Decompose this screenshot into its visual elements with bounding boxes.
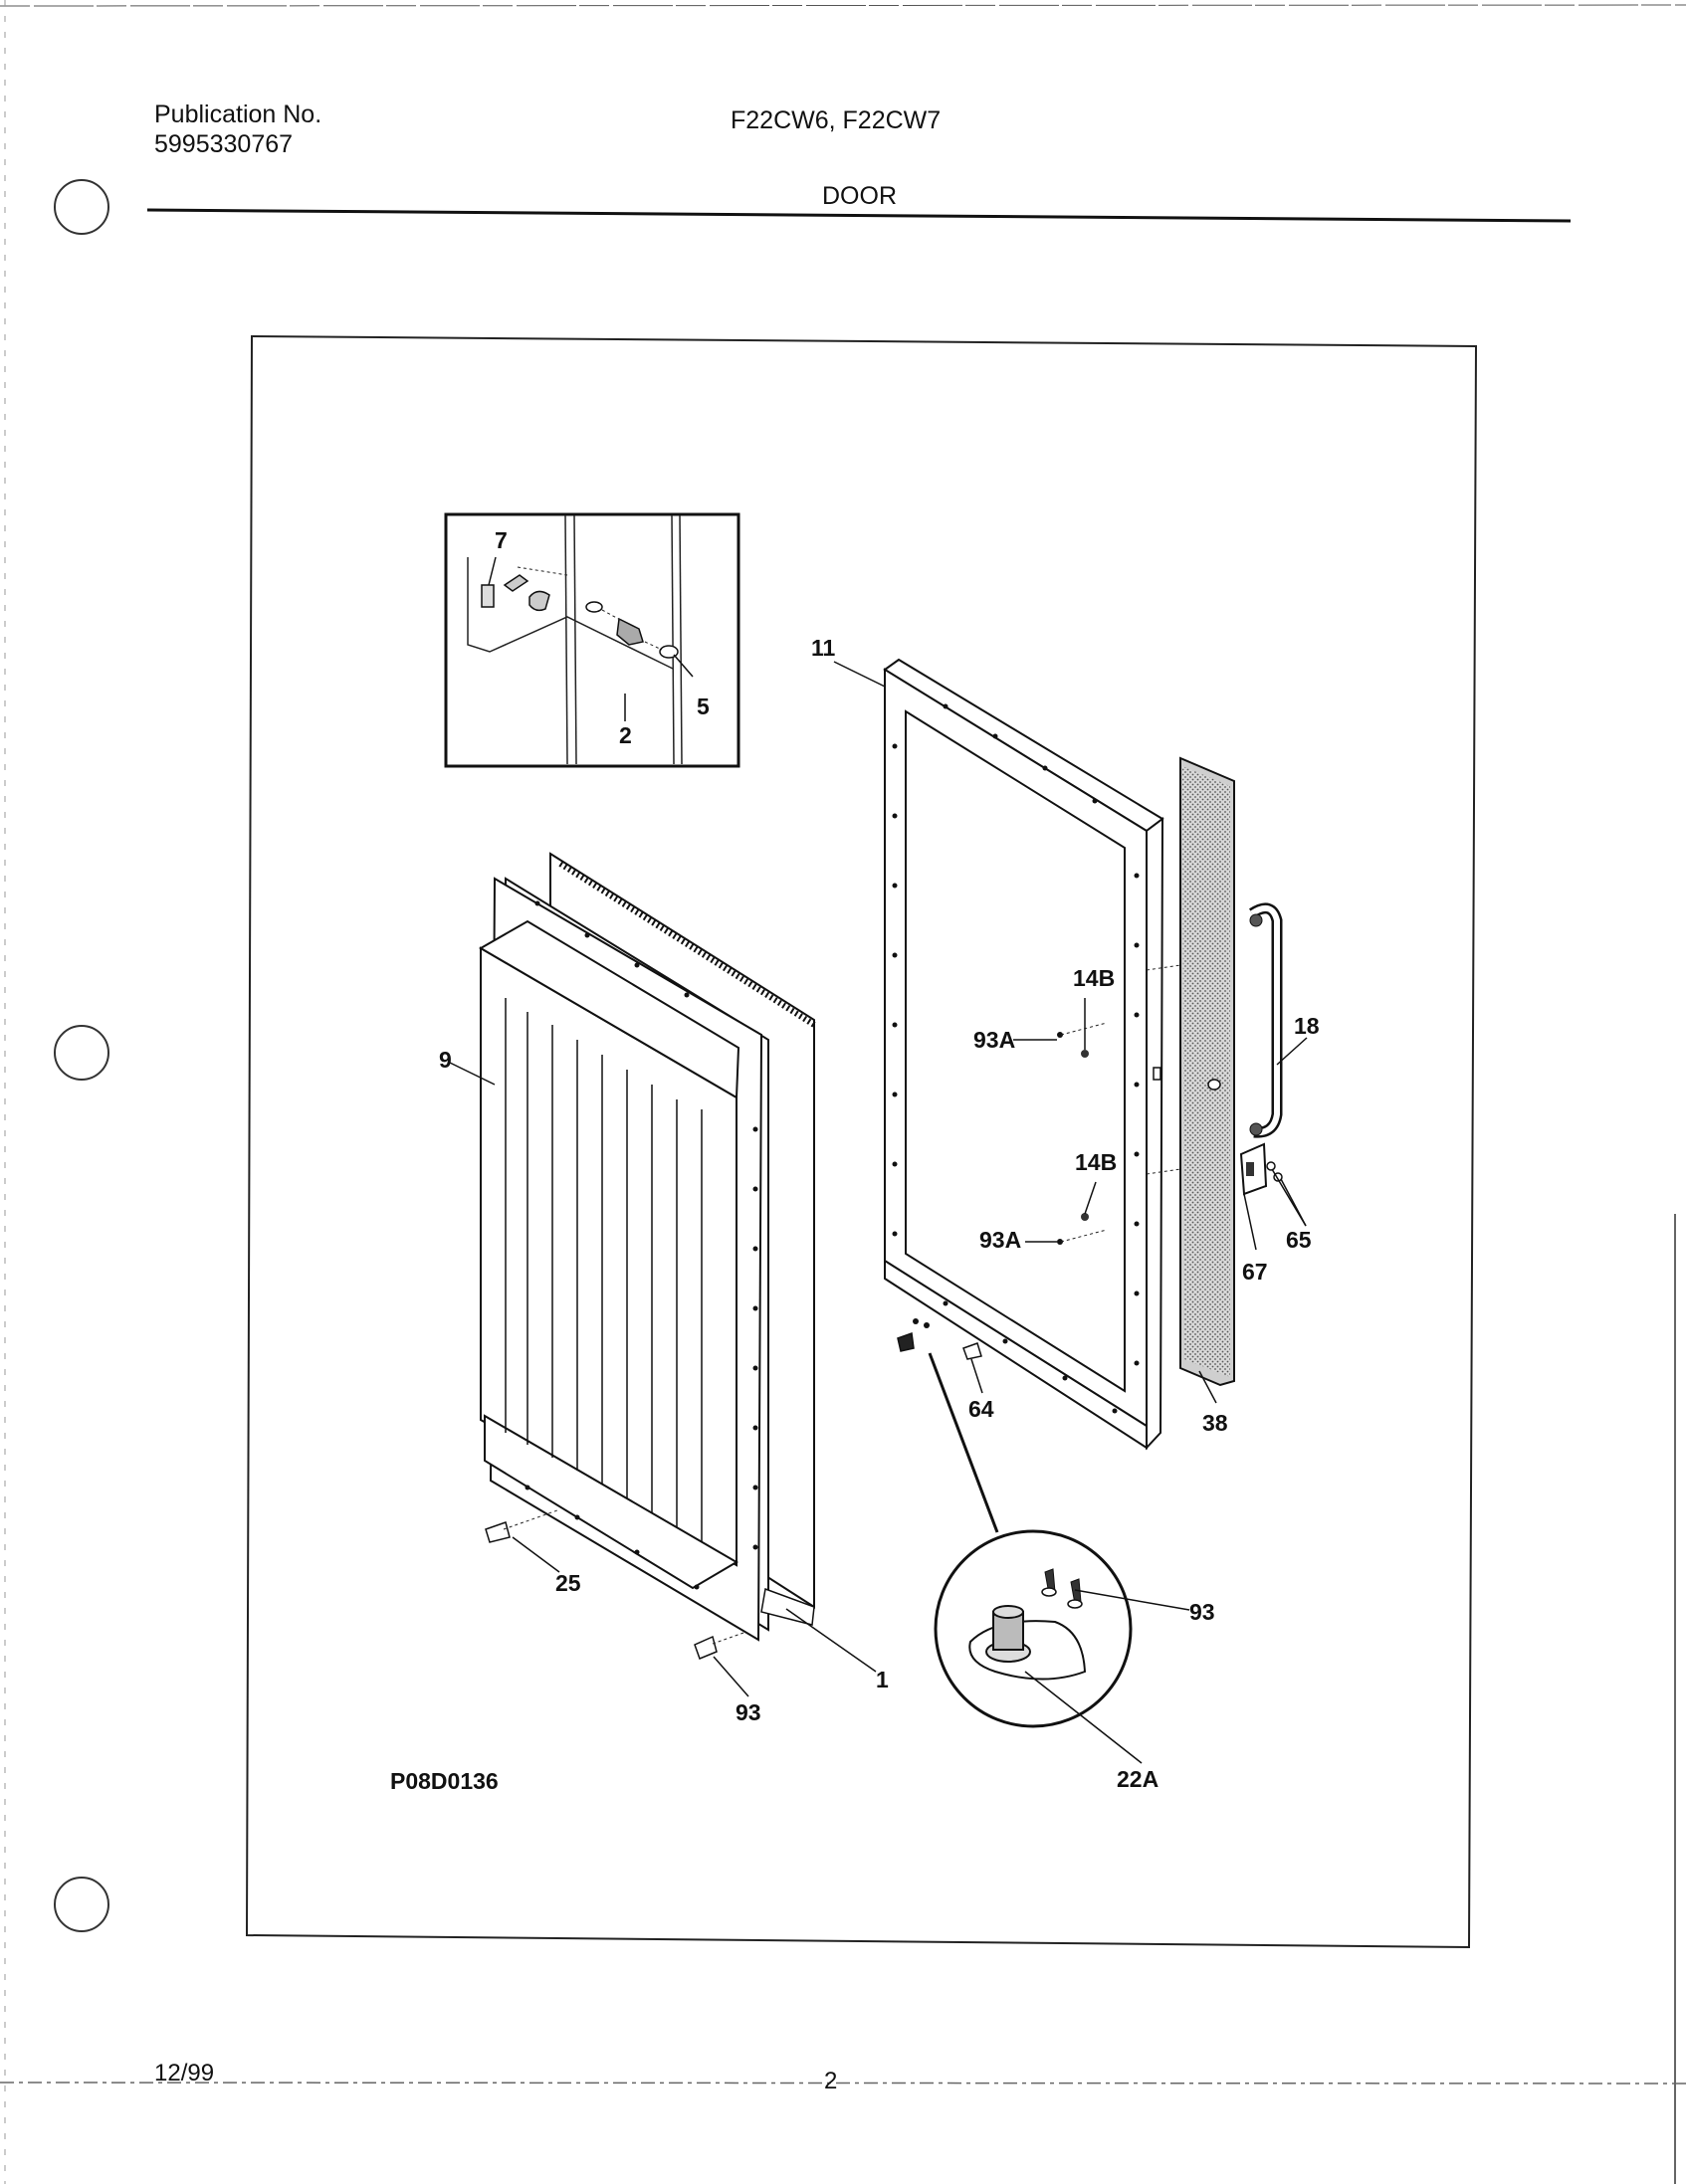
model-numbers: F22CW6, F22CW7 (731, 106, 942, 134)
hinge-bracket (1239, 1142, 1283, 1196)
lock-cylinder-part (616, 617, 644, 646)
callout-22a: 22A (1117, 1766, 1159, 1792)
drawing-code: P08D0136 (390, 1768, 499, 1794)
callout-5: 5 (697, 694, 710, 719)
hinge-detail-circle (928, 1352, 1133, 1728)
diagram-frame (245, 334, 1478, 1949)
leader-lines (449, 661, 1308, 1764)
door-liner-assembly (479, 852, 816, 1660)
screw-part (694, 1635, 718, 1660)
header-rule (146, 208, 1572, 223)
screw-part (1081, 1050, 1089, 1058)
lock-detail-inset (444, 512, 740, 768)
binder-hole (54, 1025, 109, 1081)
binder-hole (54, 1877, 109, 1932)
callout-93a-top: 93A (973, 1027, 1016, 1053)
callout-7: 7 (495, 527, 508, 553)
footer-rule (0, 2082, 1686, 2085)
callout-65: 65 (1286, 1227, 1312, 1253)
footer-date: 12/99 (154, 2060, 215, 2086)
door-handle (1249, 902, 1283, 1138)
callout-64: 64 (968, 1396, 994, 1422)
hinge-pin-part (897, 1331, 915, 1352)
outer-door-panel (883, 658, 1164, 1451)
callout-11: 11 (811, 635, 836, 661)
callout-25: 25 (555, 1570, 581, 1596)
lock-clip-part (528, 590, 550, 612)
page-number: 2 (824, 2068, 838, 2094)
callout-93-left: 93 (736, 1699, 761, 1725)
callout-14b-bottom: 14B (1075, 1149, 1118, 1175)
top-edge-line (0, 4, 1686, 7)
publication-label: Publication No. (154, 100, 322, 128)
screw-part (485, 1521, 511, 1543)
callout-2: 2 (619, 722, 632, 748)
callout-18: 18 (1294, 1013, 1320, 1039)
callout-14b-top: 14B (1073, 965, 1116, 991)
callout-67: 67 (1242, 1259, 1268, 1285)
screw-part (1081, 1213, 1089, 1221)
washer-part (962, 1342, 982, 1360)
callout-93a-bottom: 93A (979, 1227, 1022, 1253)
lock-cam-part (481, 584, 495, 608)
handle-trim-strip (1146, 756, 1235, 1387)
publication-number: 5995330767 (154, 130, 294, 158)
callout-1: 1 (876, 1667, 889, 1692)
callout-9: 9 (439, 1047, 452, 1073)
callout-93-detail: 93 (1189, 1599, 1215, 1625)
callout-38: 38 (1202, 1410, 1228, 1436)
binder-hole (54, 179, 109, 235)
section-title: DOOR (822, 182, 897, 210)
